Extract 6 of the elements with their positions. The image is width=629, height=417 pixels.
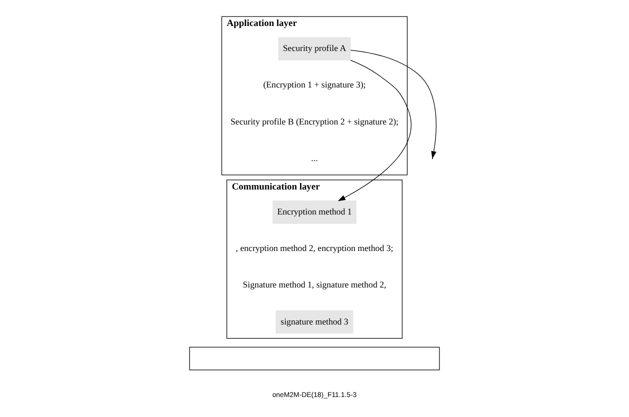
node-box [189, 346, 440, 370]
arrow [338, 59, 412, 201]
arrow [350, 49, 436, 158]
node-box: Encryption method 1 [272, 200, 356, 224]
node-box: signature method 3 [276, 310, 354, 334]
node-box: Security profile A [278, 36, 351, 60]
